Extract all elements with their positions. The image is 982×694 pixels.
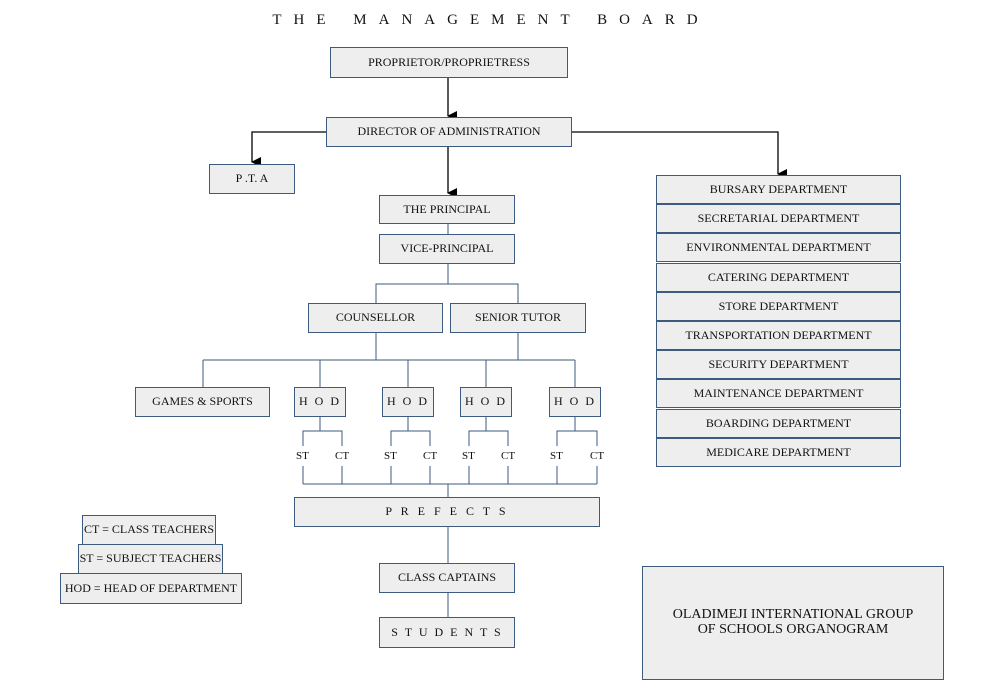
games-sports-box: GAMES & SPORTS	[135, 387, 270, 417]
pta-box: P .T. A	[209, 164, 295, 194]
st-label: ST	[296, 450, 309, 462]
legend-ct: CT = CLASS TEACHERS	[82, 515, 216, 545]
director-box: DIRECTOR OF ADMINISTRATION	[326, 117, 572, 147]
ct-label: CT	[590, 450, 605, 462]
counsellor-box: COUNSELLOR	[308, 303, 443, 333]
department-box: SECURITY DEPARTMENT	[656, 350, 901, 379]
st-label: ST	[462, 450, 475, 462]
department-box: BURSARY DEPARTMENT	[656, 175, 901, 204]
department-box: MAINTENANCE DEPARTMENT	[656, 379, 901, 408]
department-box: BOARDING DEPARTMENT	[656, 409, 901, 438]
page-title: THE MANAGEMENT BOARD	[272, 12, 710, 28]
arrow-director-pta	[251, 131, 326, 167]
department-box: CATERING DEPARTMENT	[656, 263, 901, 292]
department-box: TRANSPORTATION DEPARTMENT	[656, 321, 901, 350]
principal-box: THE PRINCIPAL	[379, 195, 515, 224]
arrow-director-departments	[571, 131, 787, 179]
st-label: ST	[550, 450, 563, 462]
hod-box: H O D	[294, 387, 346, 417]
legend-hod: HOD = HEAD OF DEPARTMENT	[60, 573, 242, 604]
department-box: ENVIRONMENTAL DEPARTMENT	[656, 233, 901, 262]
hod-box: H O D	[549, 387, 601, 417]
ct-label: CT	[335, 450, 350, 462]
department-box: STORE DEPARTMENT	[656, 292, 901, 321]
students-box: S T U D E N T S	[379, 617, 515, 648]
hod-box: H O D	[382, 387, 434, 417]
class-captains-box: CLASS CAPTAINS	[379, 563, 515, 593]
department-box: MEDICARE DEPARTMENT	[656, 438, 901, 467]
ct-label: CT	[423, 450, 438, 462]
organogram-caption: OLADIMEJI INTERNATIONAL GROUP OF SCHOOLS…	[642, 566, 944, 680]
department-box: SECRETARIAL DEPARTMENT	[656, 204, 901, 233]
legend-st: ST = SUBJECT TEACHERS	[78, 544, 223, 574]
st-label: ST	[384, 450, 397, 462]
prefects-box: P R E F E C T S	[294, 497, 600, 527]
proprietor-box: PROPRIETOR/PROPRIETRESS	[330, 47, 568, 78]
vice-principal-box: VICE-PRINCIPAL	[379, 234, 515, 264]
senior-tutor-box: SENIOR TUTOR	[450, 303, 586, 333]
ct-label: CT	[501, 450, 516, 462]
hod-box: H O D	[460, 387, 512, 417]
